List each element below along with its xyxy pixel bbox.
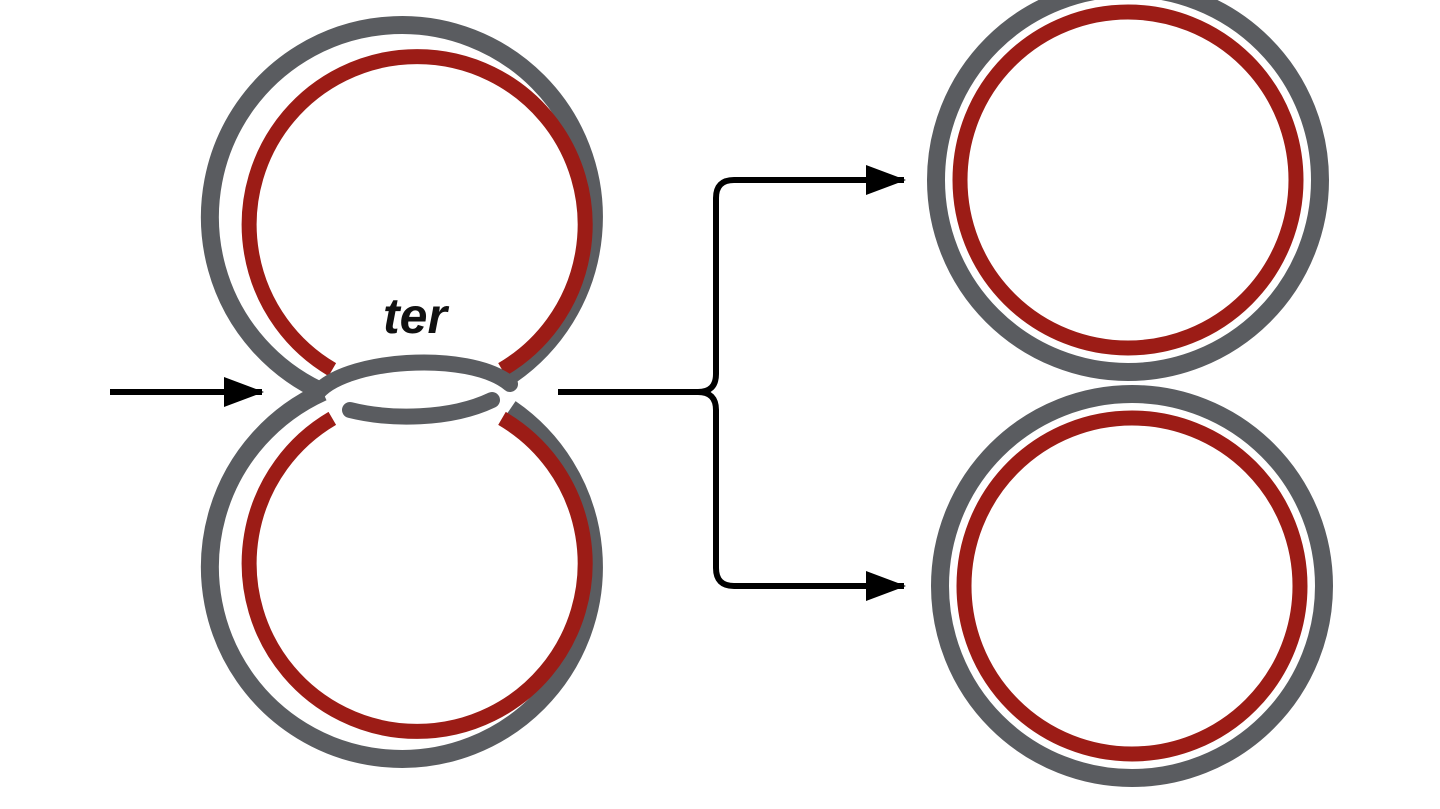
ter-label: ter <box>383 288 449 344</box>
product-bottom-inner-strand <box>956 410 1308 762</box>
catenane-bottom-circle <box>200 383 603 768</box>
arrow-right-icon <box>697 389 906 601</box>
catenane-top-circle <box>200 16 603 401</box>
top-inner-strand <box>241 49 593 377</box>
link-loop-upper <box>307 354 518 404</box>
product-top-outer-strand <box>927 0 1329 381</box>
bottom-outer-strand <box>200 383 603 768</box>
link-loop-lower <box>342 392 500 425</box>
product-circle-bottom <box>931 385 1333 787</box>
top-outer-strand <box>200 16 603 401</box>
arrow-right-icon <box>558 165 906 395</box>
product-bottom-outer-strand <box>931 385 1333 787</box>
product-top-inner-strand <box>952 4 1304 356</box>
product-circle-top <box>927 0 1329 381</box>
link-loop <box>307 354 518 425</box>
branch-connector <box>558 165 906 601</box>
bottom-inner-strand <box>241 411 593 739</box>
